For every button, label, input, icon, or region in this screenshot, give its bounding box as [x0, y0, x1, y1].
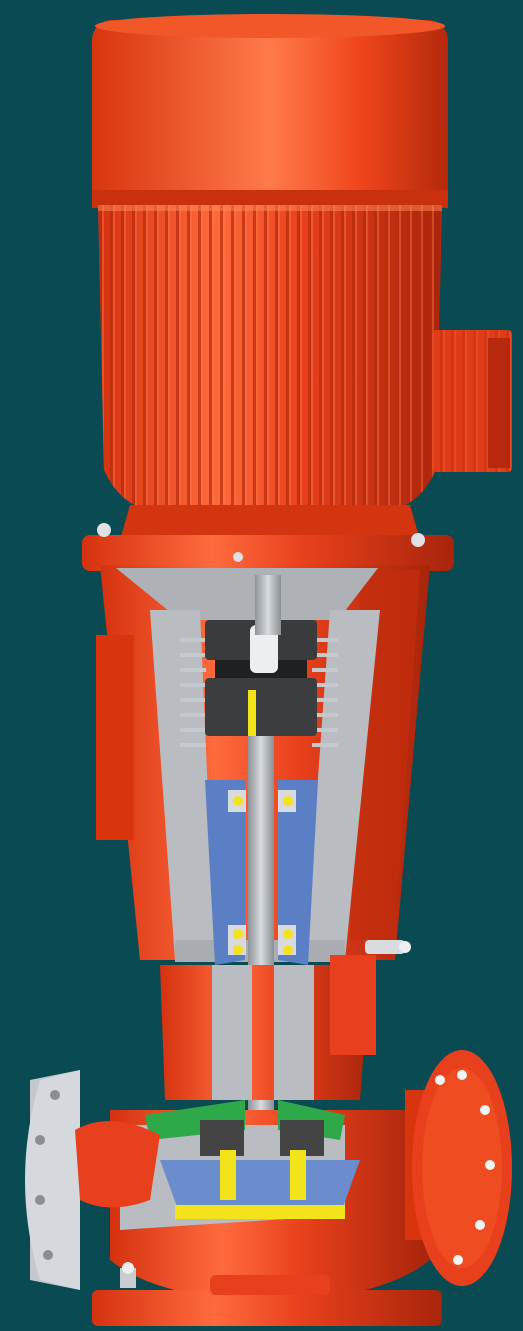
bearing-housing	[205, 780, 318, 965]
discharge-flange	[405, 1050, 512, 1286]
coupling	[205, 620, 317, 740]
pump-neck	[160, 955, 376, 1100]
suction-flange	[25, 1070, 160, 1290]
terminal-box	[432, 330, 512, 472]
motor-cap	[92, 14, 448, 210]
drain-valve	[120, 1262, 136, 1288]
coupling-guard	[180, 638, 338, 747]
impeller	[160, 1150, 360, 1219]
side-plug	[365, 940, 411, 954]
base-foot	[92, 1275, 442, 1326]
motor-flange	[82, 505, 454, 571]
motor-housing	[98, 205, 442, 510]
mechanical-seal	[145, 1100, 345, 1156]
